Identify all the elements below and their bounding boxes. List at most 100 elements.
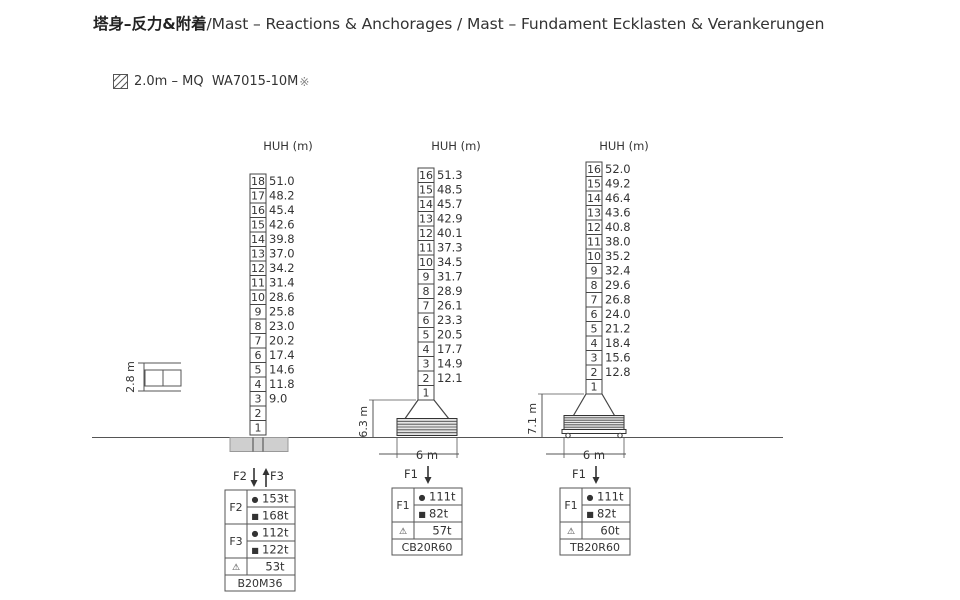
huh-label: HUH (m) bbox=[263, 139, 313, 153]
force-arrowhead bbox=[250, 480, 258, 487]
section-number: 6 bbox=[255, 349, 262, 362]
section-height: 40.8 bbox=[605, 220, 631, 234]
section-number: 12 bbox=[587, 221, 601, 234]
section-number: 7 bbox=[423, 300, 430, 313]
base-code: TB20R60 bbox=[569, 541, 620, 554]
force-label: F3 bbox=[270, 469, 284, 483]
section-height: 17.4 bbox=[269, 348, 295, 362]
table-value: 53t bbox=[265, 560, 285, 574]
section-number: 15 bbox=[251, 219, 265, 232]
section-height: 11.8 bbox=[269, 377, 295, 391]
section-height: 37.3 bbox=[437, 241, 463, 255]
title-text: /Mast – Reactions & Anchorages / Mast – … bbox=[206, 15, 825, 33]
section-number: 15 bbox=[587, 178, 601, 191]
table-value: 60t bbox=[600, 524, 620, 538]
section-number: 3 bbox=[591, 352, 598, 365]
section-height: 23.0 bbox=[269, 319, 295, 333]
section-number: 11 bbox=[251, 277, 265, 290]
section-number: 17 bbox=[251, 190, 265, 203]
section-number: 3 bbox=[423, 358, 430, 371]
force-arrowhead bbox=[592, 477, 600, 484]
section-number: 12 bbox=[419, 227, 433, 240]
section-number: 9 bbox=[255, 306, 262, 319]
section-height: 24.0 bbox=[605, 307, 631, 321]
section-height: 31.4 bbox=[269, 276, 295, 290]
section-height: 43.6 bbox=[605, 206, 631, 220]
section-number: 14 bbox=[419, 198, 433, 211]
section-height: 14.9 bbox=[437, 357, 463, 371]
circle-marker: ● bbox=[419, 493, 426, 502]
section-number: 5 bbox=[255, 364, 262, 377]
foundation-block bbox=[229, 437, 289, 452]
mast-section-icon bbox=[113, 74, 128, 89]
section-height: 35.2 bbox=[605, 249, 631, 263]
square-marker: ■ bbox=[251, 512, 259, 521]
section-number: 11 bbox=[587, 236, 601, 249]
section-number: 4 bbox=[255, 378, 262, 391]
table-group-label: F1 bbox=[564, 499, 577, 512]
section-number: 13 bbox=[419, 213, 433, 226]
section-number: 8 bbox=[591, 279, 598, 292]
section-height: 34.5 bbox=[437, 255, 463, 269]
table-code-cell bbox=[391, 538, 463, 556]
section-number: 2 bbox=[423, 372, 430, 385]
section-number: 10 bbox=[587, 250, 601, 263]
section-height: 15.6 bbox=[605, 351, 631, 365]
section-height: 20.2 bbox=[269, 334, 295, 348]
section-height: 45.7 bbox=[437, 197, 463, 211]
table-value: 153t bbox=[262, 492, 289, 506]
mast-section bbox=[585, 379, 603, 395]
table-code-cell bbox=[224, 574, 296, 592]
section-height: 28.6 bbox=[269, 290, 295, 304]
section-number: 9 bbox=[423, 271, 430, 284]
section-height: 29.6 bbox=[605, 278, 631, 292]
base-leg bbox=[402, 399, 419, 422]
section-number: 8 bbox=[423, 285, 430, 298]
section-height: 48.5 bbox=[437, 183, 463, 197]
section-number: 7 bbox=[255, 335, 262, 348]
travel-chassis bbox=[561, 429, 627, 434]
force-label: F2 bbox=[233, 469, 247, 483]
mast-section bbox=[249, 420, 267, 436]
force-arrowhead bbox=[424, 477, 432, 484]
section-height: 9.0 bbox=[269, 392, 287, 406]
section-number: 10 bbox=[419, 256, 433, 269]
wheel bbox=[617, 432, 623, 439]
force-label: F1 bbox=[572, 467, 586, 481]
section-height: 48.2 bbox=[269, 189, 295, 203]
section-number: 14 bbox=[251, 233, 265, 246]
section-number: 15 bbox=[419, 184, 433, 197]
section-number: 4 bbox=[423, 343, 430, 356]
section-height: 46.4 bbox=[605, 191, 631, 205]
section-number: 16 bbox=[251, 204, 265, 217]
section-height: 14.6 bbox=[269, 363, 295, 377]
section-number: 13 bbox=[251, 248, 265, 261]
section-height: 42.6 bbox=[269, 218, 295, 232]
dimension-label: 2.8 m bbox=[124, 361, 137, 393]
table-group-label: F1 bbox=[396, 499, 409, 512]
section-height: 12.1 bbox=[437, 371, 463, 385]
section-number: 16 bbox=[587, 163, 601, 176]
section-number: 3 bbox=[255, 393, 262, 406]
section-number: 2 bbox=[591, 366, 598, 379]
huh-label: HUH (m) bbox=[431, 139, 481, 153]
section-height: 49.2 bbox=[605, 177, 631, 191]
section-number: 4 bbox=[591, 337, 598, 350]
dimension-label: 6.3 m bbox=[357, 406, 370, 438]
table-value: 57t bbox=[432, 524, 452, 538]
base-code: B20M36 bbox=[237, 577, 282, 590]
section-number: 5 bbox=[423, 329, 430, 342]
section-height: 17.7 bbox=[437, 342, 463, 356]
table-value: 111t bbox=[429, 490, 456, 504]
section-height: 20.5 bbox=[437, 328, 463, 342]
wheel bbox=[565, 432, 571, 439]
section-height: 28.9 bbox=[437, 284, 463, 298]
section-height: 52.0 bbox=[605, 162, 631, 176]
section-height: 51.0 bbox=[269, 174, 295, 188]
force-arrowhead bbox=[262, 468, 270, 475]
table-value: 122t bbox=[262, 543, 289, 557]
table-value: 168t bbox=[262, 509, 289, 523]
